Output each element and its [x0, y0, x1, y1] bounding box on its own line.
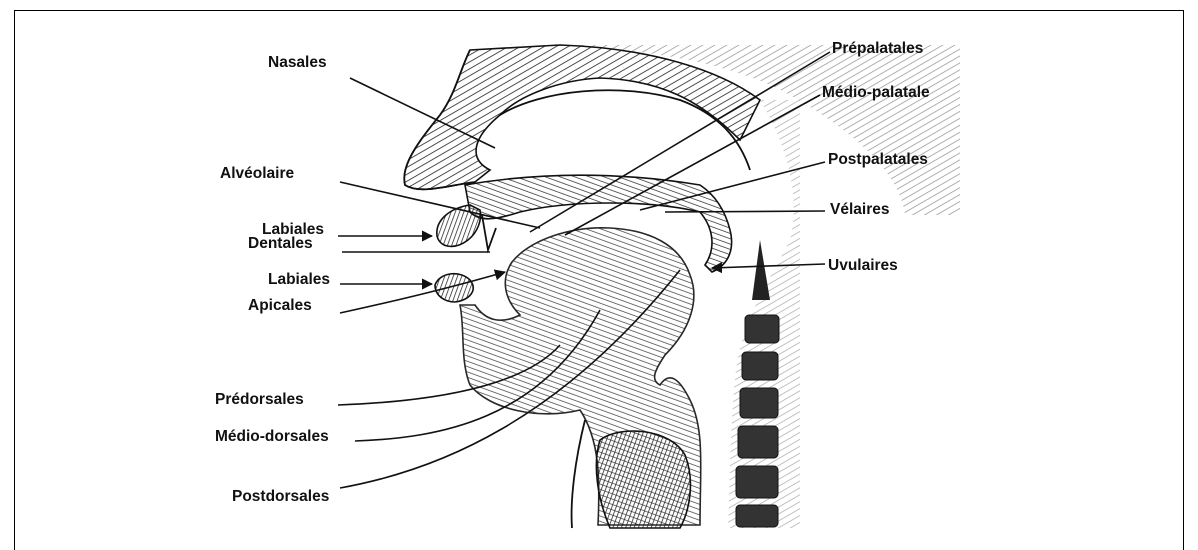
label-postdorsales: Postdorsales [232, 488, 329, 505]
leader-velaires [665, 211, 825, 212]
label-prepalatales: Prépalatales [832, 40, 923, 57]
leader-medio-palatales [565, 95, 820, 235]
leader-apicales [340, 272, 505, 313]
label-postpalatales: Postpalatales [828, 151, 928, 168]
leader-uvulaires [712, 264, 825, 268]
label-uvulaires: Uvulaires [828, 257, 898, 274]
label-nasales: Nasales [268, 54, 327, 71]
label-predorsales: Prédorsales [215, 391, 304, 408]
label-medio-dorsales: Médio-dorsales [215, 428, 329, 445]
label-alveolaire: Alvéolaire [220, 165, 294, 182]
label-velaires: Vélaires [830, 201, 889, 218]
tongue-and-jaw [435, 228, 701, 528]
label-dentales: Dentales [248, 235, 313, 252]
spine [728, 100, 800, 528]
label-labiales-bottom: Labiales [268, 271, 330, 288]
label-medio-palatales: Médio-palatale [822, 84, 930, 101]
label-apicales: Apicales [248, 297, 312, 314]
